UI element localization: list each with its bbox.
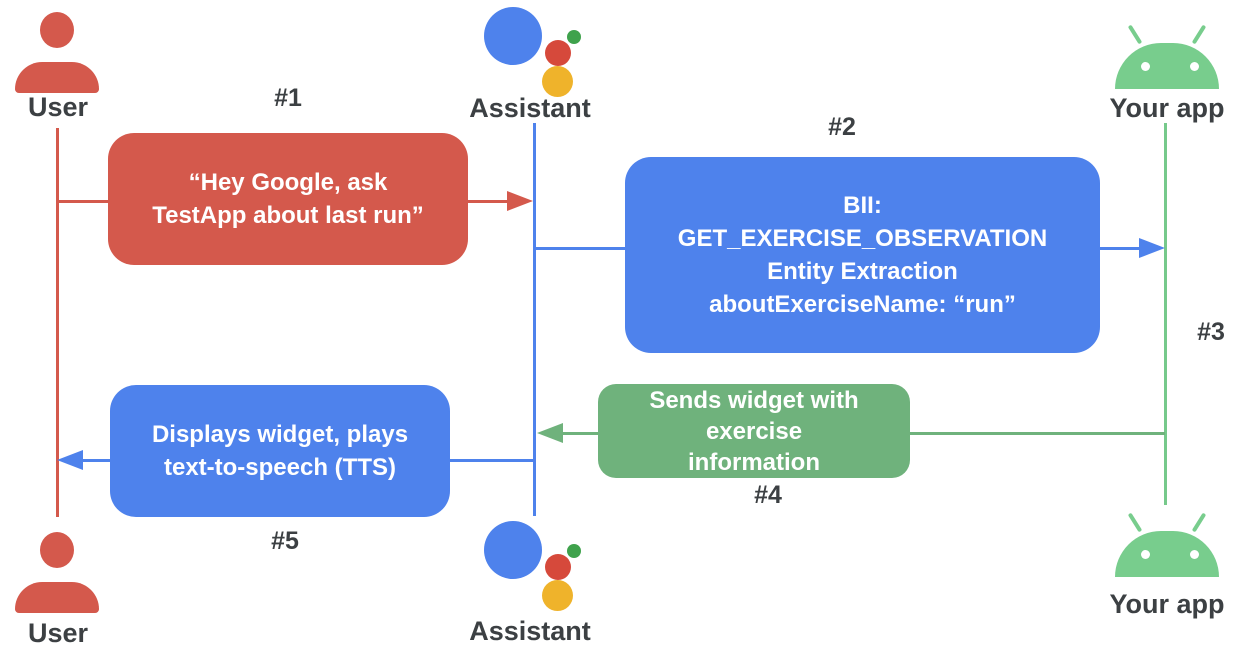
user-icon-body	[15, 582, 99, 613]
android-eye-right	[1190, 550, 1199, 559]
message-1-text-line2: TestApp about last run”	[152, 202, 424, 229]
android-antenna-right	[1191, 512, 1207, 533]
assistant-yellow-dot	[542, 66, 573, 97]
assistant-label-bottom: Assistant	[469, 616, 591, 646]
message-2-text-line2: GET_EXERCISE_OBSERVATION	[677, 225, 1048, 252]
assistant-label-top: Assistant	[469, 93, 591, 123]
user-label-top: User	[27, 92, 89, 122]
app-label-top: Your app	[1109, 93, 1225, 123]
user-icon-head	[40, 12, 74, 48]
step-2-label: #2	[828, 113, 856, 141]
assistant-yellow-dot	[542, 580, 573, 611]
message-2-text-line1: BII:	[843, 192, 882, 219]
app-label-bottom: Your app	[1109, 589, 1225, 619]
android-antenna-left	[1127, 512, 1143, 533]
assistant-lifeline	[533, 123, 536, 516]
user-icon-head	[40, 532, 74, 568]
message-4-text-line2: information	[688, 448, 820, 476]
android-antenna-left	[1127, 24, 1143, 45]
assistant-blue-dot	[484, 7, 542, 65]
assistant-red-dot	[545, 40, 571, 66]
app-lifeline	[1164, 123, 1167, 505]
assistant-red-dot	[545, 554, 571, 580]
android-eye-left	[1141, 550, 1150, 559]
assistant-green-dot	[567, 544, 581, 558]
assistant-blue-dot	[484, 521, 542, 579]
message-4-arrowhead-icon	[537, 423, 563, 443]
message-2-text-line3: Entity Extraction	[767, 258, 958, 285]
message-5-box: Displays widget, plays text-to-speech (T…	[110, 385, 450, 517]
assistant-green-dot	[567, 30, 581, 44]
android-eye-right	[1190, 62, 1199, 71]
message-1-text-line1: “Hey Google, ask	[188, 169, 388, 196]
android-antenna-right	[1191, 24, 1207, 45]
message-1-arrowhead-icon	[507, 191, 533, 211]
step-3-label: #3	[1197, 318, 1225, 346]
step-5-label: #5	[271, 527, 299, 555]
message-2-arrowhead-icon	[1139, 238, 1165, 258]
message-5-text-line2: text-to-speech (TTS)	[163, 454, 396, 481]
step-4-label: #4	[754, 481, 782, 509]
android-eye-left	[1141, 62, 1150, 71]
message-1-box: “Hey Google, ask TestApp about last run”	[108, 133, 468, 265]
message-4-text-line1: Sends widget with exercise	[649, 386, 859, 445]
message-2-box: BII: GET_EXERCISE_OBSERVATION Entity Ext…	[625, 157, 1100, 353]
message-5-arrowhead-icon	[57, 450, 83, 470]
android-head	[1115, 531, 1219, 577]
user-label-bottom: User	[27, 618, 89, 648]
step-1-label: #1	[274, 84, 302, 112]
message-4-box: Sends widget with exercise information	[598, 384, 910, 478]
message-2-text-line4: aboutExerciseName: “run”	[709, 291, 1016, 318]
android-head	[1115, 43, 1219, 89]
user-icon-body	[15, 62, 99, 93]
user-lifeline	[56, 128, 59, 517]
message-5-text-line1: Displays widget, plays	[151, 421, 409, 448]
